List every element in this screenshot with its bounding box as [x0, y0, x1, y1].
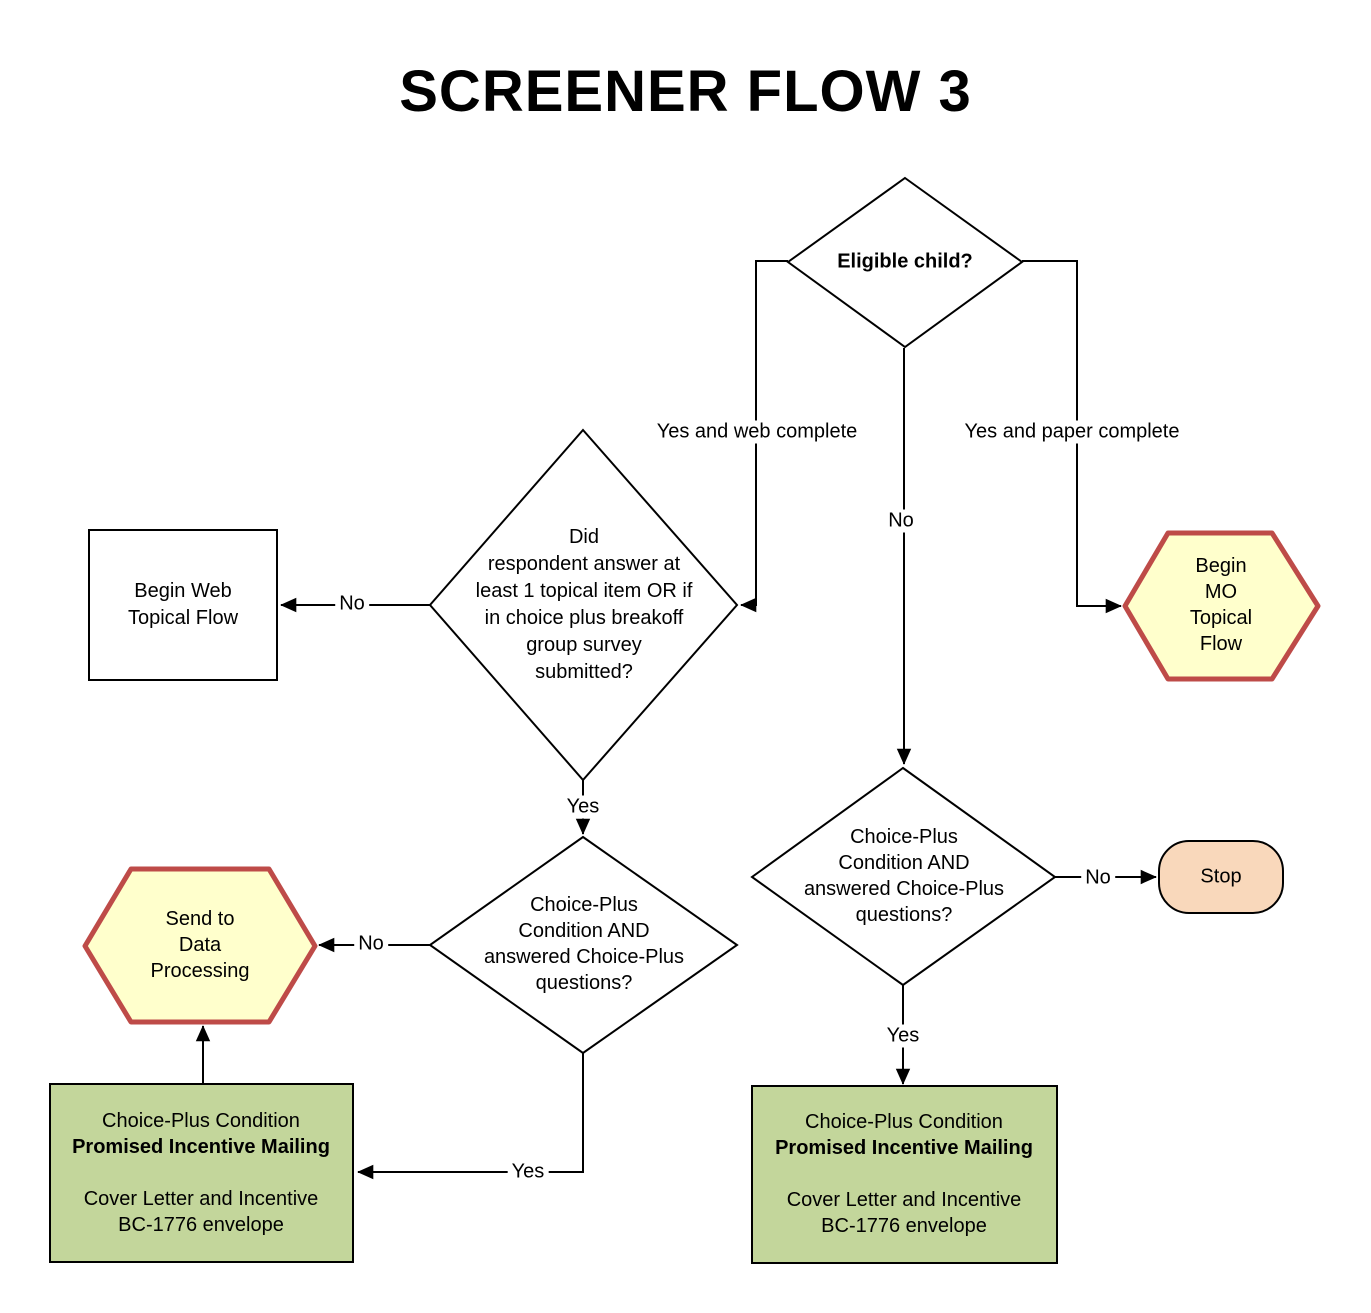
begin-mo-label: Begin MO Topical Flow — [1189, 555, 1253, 655]
choice-plus-right-label: Choice-Plus Condition AND answered Choic… — [803, 826, 1005, 926]
send-data-processing-label: Send to Data Processing — [150, 908, 250, 982]
diamond-eligible-child — [786, 176, 1024, 349]
mailing-right-line-3: Cover Letter and Incentive — [786, 1189, 1022, 1211]
mailing-left-spacer — [51, 1160, 351, 1186]
label-yes-topical: Yes — [562, 795, 604, 819]
rect-mailing-right — [751, 1085, 1058, 1264]
mailing-right-label: Choice-Plus Condition Promised Incentive… — [753, 1109, 1055, 1239]
mailing-right-spacer — [753, 1161, 1055, 1187]
hexagon-send-data-processing — [82, 866, 318, 1025]
mailing-left-line-4: BC-1776 envelope — [118, 1214, 284, 1236]
begin-web-label: Begin Web Topical Flow — [127, 580, 239, 629]
label-no-to-send-dp: No — [354, 932, 388, 956]
edge-yes-to-mailing-left — [357, 1053, 584, 1180]
label-yes-web-complete: Yes and web complete — [652, 420, 862, 444]
topical-answer-label: Did respondent answer at least 1 topical… — [475, 526, 693, 683]
hexagon-begin-mo — [1122, 530, 1321, 682]
mailing-right-line-4: BC-1776 envelope — [821, 1215, 987, 1237]
mailing-left-label: Choice-Plus Condition Promised Incentive… — [51, 1108, 351, 1238]
mailing-right-line-1: Choice-Plus Condition — [805, 1111, 1003, 1133]
stop-terminator — [1158, 840, 1284, 914]
label-yes-to-mailing-left: Yes — [507, 1160, 549, 1184]
mailing-left-line-3: Cover Letter and Incentive — [83, 1188, 319, 1210]
label-no-to-begin-web: No — [335, 592, 369, 616]
label-no-to-stop: No — [1081, 866, 1115, 890]
mailing-left-line-1: Choice-Plus Condition — [102, 1110, 300, 1132]
label-yes-paper-complete: Yes and paper complete — [960, 420, 1184, 444]
label-no-eligible: No — [884, 509, 918, 533]
rect-mailing-left — [49, 1083, 354, 1263]
eligible-child-label: Eligible child? — [837, 250, 973, 273]
rect-begin-web — [88, 529, 278, 681]
stop-label: Stop — [1200, 865, 1242, 888]
label-yes-to-mailing-right: Yes — [882, 1024, 924, 1048]
diamond-choice-plus-left — [428, 835, 739, 1055]
mailing-left-line-2: Promised Incentive Mailing — [72, 1136, 330, 1158]
diamond-topical-answer — [428, 428, 739, 782]
mailing-right-line-2: Promised Incentive Mailing — [775, 1137, 1033, 1159]
choice-plus-left-label: Choice-Plus Condition AND answered Choic… — [483, 894, 685, 994]
page-title: SCREENER FLOW 3 — [399, 59, 972, 124]
diamond-choice-plus-right — [750, 766, 1057, 987]
